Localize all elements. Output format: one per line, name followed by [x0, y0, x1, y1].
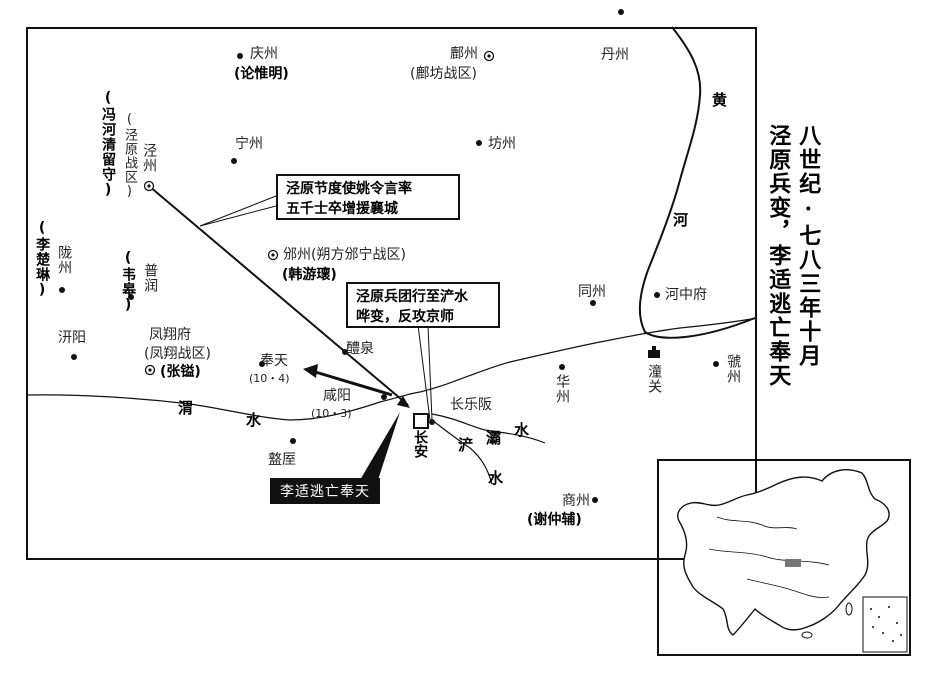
reinforcement-callout-line2: 五千士卒增援襄城: [286, 201, 398, 218]
fangzhou-dot: [476, 140, 482, 146]
ningzhou-dot: [231, 158, 237, 164]
mutiny-callout: 泾原兵团行至浐水 哗变，反攻京师: [346, 282, 500, 328]
shangzhou-dot: [592, 497, 598, 503]
changlepo-dot: [429, 419, 435, 425]
danzhou-label: 丹州: [601, 47, 629, 63]
reinforcement-callout: 泾原节度使姚令言率 五千士卒增援襄城: [276, 174, 460, 220]
huazhou-label: 华州: [554, 374, 571, 404]
callout-pointer-1b: [199, 205, 277, 227]
guozhou-dot: [713, 361, 719, 367]
fengtian-date: (10・4): [249, 372, 290, 385]
callout-pointer-2b: [417, 324, 431, 421]
qingzhou-governor: (论惟明): [234, 66, 289, 82]
ningzhou-label: 宁州: [235, 136, 263, 152]
qianyang-dot: [71, 354, 77, 360]
fengtian-label: 奉天: [260, 353, 288, 369]
puhrun-label: 普润: [142, 263, 159, 293]
huanghe-label-1: 黄: [712, 91, 728, 109]
hezhongfu-dot: [654, 292, 660, 298]
mutiny-callout-line1: 泾原兵团行至浐水: [356, 289, 468, 305]
changan-label: 长安: [412, 430, 429, 458]
south-china-sea-box: [862, 596, 908, 653]
jingyuan-route: [148, 185, 409, 406]
longzhou-label: 陇州: [56, 245, 73, 275]
shangzhou-governor: (谢仲辅): [527, 512, 582, 528]
route-arrowhead: [397, 396, 410, 408]
huazhou-dot: [559, 364, 565, 370]
puhrun-dot: [128, 294, 134, 300]
yellow-river: [638, 26, 756, 339]
qingzhou-label: 庆州: [250, 46, 278, 62]
tongzhou-dot: [590, 300, 596, 306]
binzhou-label: 邠州(朔方邠宁战区): [283, 247, 406, 263]
wei-river: [27, 317, 758, 421]
reinforcement-callout-line1: 泾原节度使姚令言率: [286, 181, 412, 197]
zhouzhi-dot: [290, 438, 296, 444]
map-title-line2: 泾原兵变，李适逃亡奉天: [765, 124, 792, 388]
xianyang-label: 咸阳: [323, 388, 351, 404]
ba-river: [431, 413, 546, 444]
qingzhou-dot: [237, 53, 243, 59]
map-title-line1: 八世纪·七八三年十月: [795, 124, 822, 368]
inset-frame: [657, 459, 911, 656]
tongguan-label: 潼关: [646, 364, 663, 394]
chanshui-label-2: 水: [488, 469, 504, 487]
zhouzhi-label: 盩厔: [268, 452, 296, 468]
liquan-dot: [342, 349, 348, 355]
binzhou-governor: (韩游瓌): [282, 267, 337, 283]
inset-highlight: [785, 559, 801, 567]
jingzhou-zone: (泾原战区): [121, 112, 137, 200]
fengxiang-governor: (张镒): [160, 364, 201, 380]
escape-callout: 李适逃亡奉天: [270, 478, 380, 504]
callout-pointer-1a: [199, 195, 277, 227]
huanghe-label-2: 河: [673, 211, 689, 229]
callout-pointer-2a: [427, 324, 433, 421]
weishui-label-1: 渭: [178, 399, 194, 417]
jingzhou-governor: (冯河清留守): [100, 90, 117, 199]
fengtian-dot: [259, 361, 265, 367]
bashui-label-1: 灞: [486, 429, 502, 447]
fengxiang-zone: (凤翔战区): [144, 346, 211, 362]
jingzhou-label: 泾州: [141, 143, 158, 173]
xianyang-date: (10・3): [311, 407, 352, 420]
china-inset-map: [677, 469, 908, 653]
weishui-label-2: 水: [246, 411, 262, 429]
fuzhou-zone: (鄜坊战区): [410, 66, 477, 82]
fuzhou-label: 鄜州: [450, 46, 478, 62]
puhrun-governor: (韦皋): [120, 250, 137, 314]
chan-river: [431, 419, 493, 485]
qianyang-label: 汧阳: [58, 330, 86, 346]
xianyang-dot: [381, 394, 387, 400]
tongzhou-label: 同州: [578, 284, 606, 300]
danzhou-dot: [618, 9, 624, 15]
liquan-label: 醴泉: [346, 341, 374, 357]
escape-route: [311, 369, 393, 397]
changan-marker: [413, 413, 429, 429]
hezhongfu-label: 河中府: [665, 287, 707, 303]
longzhou-dot: [59, 287, 65, 293]
bashui-label-2: 水: [514, 421, 530, 439]
shangzhou-label: 商州: [562, 493, 590, 509]
tongguan-marker: [648, 350, 660, 358]
fangzhou-label: 坊州: [488, 136, 516, 152]
escape-arrowhead: [303, 364, 318, 378]
mutiny-callout-line2: 哗变，反攻京师: [356, 309, 454, 326]
fengxiang-label: 凤翔府: [149, 327, 191, 343]
chanshui-label-1: 浐: [458, 436, 474, 454]
changlepo-label: 长乐阪: [450, 397, 492, 413]
guozhou-label: 虢州: [725, 354, 742, 384]
escape-callout-pointer: [360, 412, 400, 480]
longzhou-governor: (李楚琳): [34, 220, 51, 299]
